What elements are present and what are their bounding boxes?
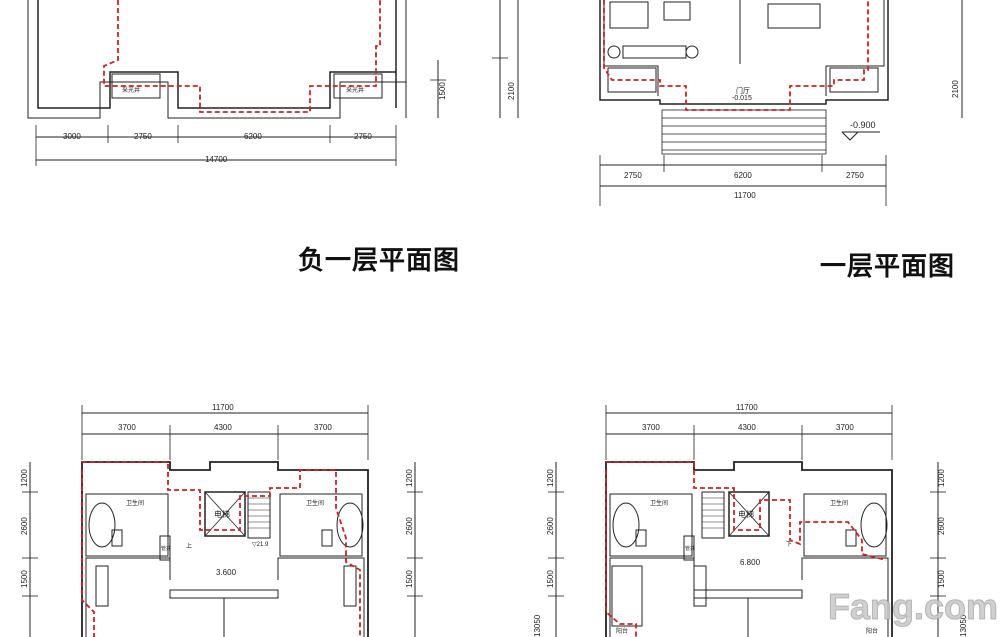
upper-left-level-mark: ▽21.9 bbox=[252, 542, 269, 548]
upper-left-dim-2: 4300 bbox=[214, 423, 232, 432]
basement-side-dim-2100: 2100 bbox=[507, 82, 516, 100]
first-entry-level: -0.015 bbox=[732, 95, 752, 102]
upper-right-bath-right: 卫生间 bbox=[830, 499, 848, 507]
first-dim-3: 2750 bbox=[846, 171, 864, 180]
upper-right-total: 11700 bbox=[736, 403, 758, 412]
upper-floor-right-plan bbox=[548, 405, 946, 637]
upper-left-side-r1: 1200 bbox=[405, 469, 414, 487]
upper-right-balcony-left: 阳台 bbox=[616, 627, 628, 635]
first-floor-plan-title: 一层平面图 bbox=[820, 252, 956, 282]
upper-left-side-r2: 2600 bbox=[405, 517, 414, 535]
basement-plan bbox=[27, 0, 508, 166]
basement-lightwell-right: 采光井 bbox=[346, 86, 364, 94]
upper-left-side-3: 1500 bbox=[20, 570, 29, 588]
basement-total: 14700 bbox=[205, 155, 228, 164]
upper-floor-left-plan bbox=[22, 405, 423, 637]
upper-right-balcony-right: 阳台 bbox=[866, 627, 878, 635]
upper-right-dim-2: 4300 bbox=[738, 423, 756, 432]
upper-left-side-2: 2600 bbox=[20, 517, 29, 535]
upper-right-bath-left: 卫生间 bbox=[650, 499, 668, 507]
upper-right-dim-1: 3700 bbox=[642, 423, 660, 432]
upper-left-shaft: 管井 bbox=[161, 545, 171, 552]
upper-right-side-4: 13050 bbox=[533, 614, 542, 637]
upper-right-dim-3: 3700 bbox=[836, 423, 854, 432]
first-ground-level: -0.900 bbox=[850, 120, 876, 130]
upper-left-bath-right: 卫生间 bbox=[306, 499, 324, 507]
basement-dim-3: 6200 bbox=[244, 132, 262, 141]
basement-side-dim-1500: 1500 bbox=[438, 82, 447, 100]
first-side-dim: 2100 bbox=[951, 80, 960, 98]
upper-right-side-r2: 2600 bbox=[937, 517, 946, 535]
upper-right-side-3: 1500 bbox=[546, 570, 555, 588]
upper-right-side-2: 2600 bbox=[546, 517, 555, 535]
upper-left-side-r3: 1500 bbox=[405, 570, 414, 588]
first-dim-2: 6200 bbox=[734, 171, 752, 180]
upper-right-side-r3: 1500 bbox=[937, 570, 946, 588]
basement-dim-2: 2750 bbox=[134, 132, 152, 141]
upper-right-level: 6.800 bbox=[740, 558, 761, 567]
fang-watermark: Fang.com bbox=[808, 572, 998, 632]
upper-right-shaft: 管井 bbox=[685, 545, 695, 552]
upper-right-elevator: 电梯 bbox=[738, 509, 754, 519]
upper-left-dim-1: 3700 bbox=[118, 423, 136, 432]
upper-right-side-1: 1200 bbox=[546, 469, 555, 487]
upper-right-side-r1: 1200 bbox=[937, 469, 946, 487]
upper-left-side-1: 1200 bbox=[20, 469, 29, 487]
upper-left-stair: 上 bbox=[186, 542, 192, 550]
basement-dim-4: 2750 bbox=[354, 132, 372, 141]
basement-dim-1: 3000 bbox=[63, 132, 81, 141]
upper-left-dim-3: 3700 bbox=[314, 423, 332, 432]
upper-left-total: 11700 bbox=[212, 403, 234, 412]
basement-plan-title: 负一层平面图 bbox=[298, 246, 461, 276]
first-floor-plan bbox=[517, 0, 963, 206]
upper-left-level: 3.600 bbox=[216, 568, 237, 577]
upper-right-side-r4: 13050 bbox=[959, 614, 968, 637]
upper-right-stair: 下 bbox=[786, 541, 792, 548]
upper-left-bath-left: 卫生间 bbox=[126, 499, 144, 507]
first-dim-1: 2750 bbox=[624, 171, 642, 180]
upper-left-elevator: 电梯 bbox=[214, 509, 230, 519]
first-total: 11700 bbox=[734, 191, 756, 200]
first-entry-label: 门厅 bbox=[736, 86, 750, 95]
basement-lightwell-left: 采光井 bbox=[122, 86, 140, 94]
watermark-text: Fang.com bbox=[827, 586, 999, 628]
